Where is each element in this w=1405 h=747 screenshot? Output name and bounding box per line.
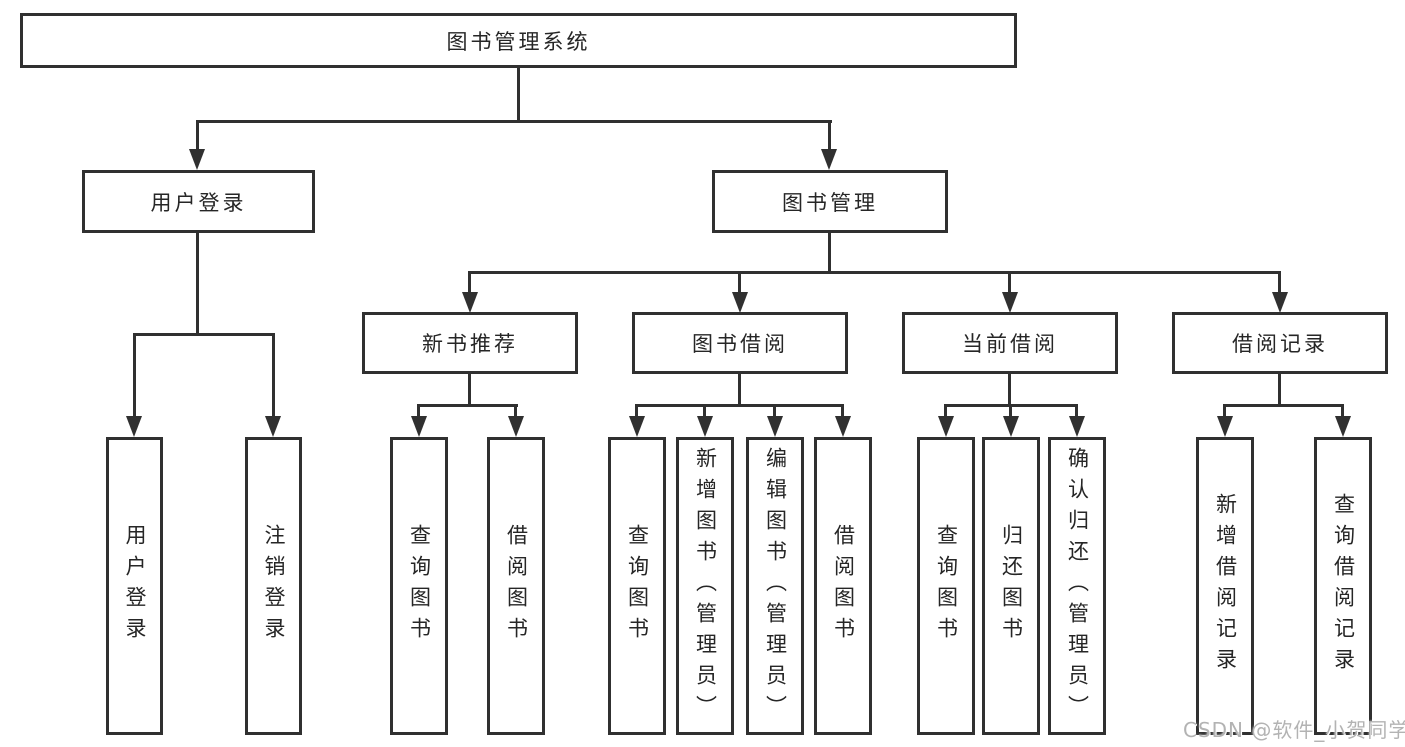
leaf-add-borrow-record: 新增借阅记录 bbox=[1196, 437, 1254, 735]
arrowhead-down bbox=[189, 149, 205, 170]
leaf-edit-book-admin: 编辑图书（管理员） bbox=[746, 437, 804, 735]
leaf-query-books-recommend: 查询图书 bbox=[390, 437, 448, 735]
arrowhead-down bbox=[265, 416, 281, 437]
arrowhead-down bbox=[508, 416, 524, 437]
leaf-add-book-admin: 新增图书（管理员） bbox=[676, 437, 734, 735]
arrowhead-down bbox=[821, 149, 837, 170]
arrowhead-down bbox=[629, 416, 645, 437]
arrowhead-down bbox=[1069, 416, 1085, 437]
connector-hline bbox=[417, 404, 518, 407]
connector-vline bbox=[1075, 404, 1078, 419]
arrowhead-down bbox=[411, 416, 427, 437]
connector-vline bbox=[1278, 374, 1281, 407]
connector-vline bbox=[417, 404, 420, 419]
leaf-logout: 注销登录 bbox=[245, 437, 302, 735]
connector-vline bbox=[517, 68, 520, 122]
leaf-return-book: 归还图书 bbox=[982, 437, 1040, 735]
connector-vline bbox=[738, 271, 741, 295]
connector-vline bbox=[1008, 271, 1011, 295]
connector-vline bbox=[773, 404, 776, 419]
arrowhead-down bbox=[767, 416, 783, 437]
connector-vline bbox=[272, 333, 275, 419]
arrowhead-down bbox=[1335, 416, 1351, 437]
connector-hline bbox=[635, 404, 844, 407]
connector-vline bbox=[828, 233, 831, 274]
connector-vline bbox=[828, 120, 831, 152]
node-borrow-records: 借阅记录 bbox=[1172, 312, 1388, 374]
leaf-query-books-current: 查询图书 bbox=[917, 437, 975, 735]
arrowhead-down bbox=[732, 292, 748, 313]
arrowhead-down bbox=[1217, 416, 1233, 437]
connector-vline bbox=[738, 374, 741, 407]
arrowhead-down bbox=[462, 292, 478, 313]
connector-hline bbox=[468, 271, 1281, 274]
connector-vline bbox=[1008, 374, 1011, 407]
arrowhead-down bbox=[1272, 292, 1288, 313]
leaf-borrow-books-recommend: 借阅图书 bbox=[487, 437, 545, 735]
csdn-watermark: CSDN @软件_小贺同学 bbox=[1183, 718, 1405, 742]
connector-vline bbox=[1223, 404, 1226, 419]
node-current-borrow: 当前借阅 bbox=[902, 312, 1118, 374]
connector-vline bbox=[703, 404, 706, 419]
connector-vline bbox=[196, 233, 199, 336]
node-book-borrow: 图书借阅 bbox=[632, 312, 848, 374]
leaf-user-login: 用户登录 bbox=[106, 437, 163, 735]
connector-hline bbox=[1223, 404, 1344, 407]
arrowhead-down bbox=[126, 416, 142, 437]
connector-vline bbox=[514, 404, 517, 419]
node-new-book-recommend: 新书推荐 bbox=[362, 312, 578, 374]
arrowhead-down bbox=[697, 416, 713, 437]
connector-vline bbox=[841, 404, 844, 419]
connector-vline bbox=[1278, 271, 1281, 295]
connector-vline bbox=[944, 404, 947, 419]
connector-hline bbox=[133, 333, 275, 336]
connector-vline bbox=[196, 120, 199, 152]
leaf-query-books-borrow: 查询图书 bbox=[608, 437, 666, 735]
arrowhead-down bbox=[1003, 416, 1019, 437]
arrowhead-down bbox=[1002, 292, 1018, 313]
connector-vline bbox=[635, 404, 638, 419]
leaf-confirm-return-admin: 确认归还（管理员） bbox=[1048, 437, 1106, 735]
arrowhead-down bbox=[835, 416, 851, 437]
connector-hline bbox=[196, 120, 832, 123]
node-library-system: 图书管理系统 bbox=[20, 13, 1017, 68]
connector-vline bbox=[1341, 404, 1344, 419]
connector-vline bbox=[133, 333, 136, 419]
connector-vline bbox=[468, 271, 471, 295]
connector-vline bbox=[1009, 404, 1012, 419]
connector-vline bbox=[468, 374, 471, 407]
leaf-query-borrow-record: 查询借阅记录 bbox=[1314, 437, 1372, 735]
node-book-management: 图书管理 bbox=[712, 170, 948, 233]
node-user-login: 用户登录 bbox=[82, 170, 315, 233]
arrowhead-down bbox=[938, 416, 954, 437]
leaf-borrow-books-borrow: 借阅图书 bbox=[814, 437, 872, 735]
